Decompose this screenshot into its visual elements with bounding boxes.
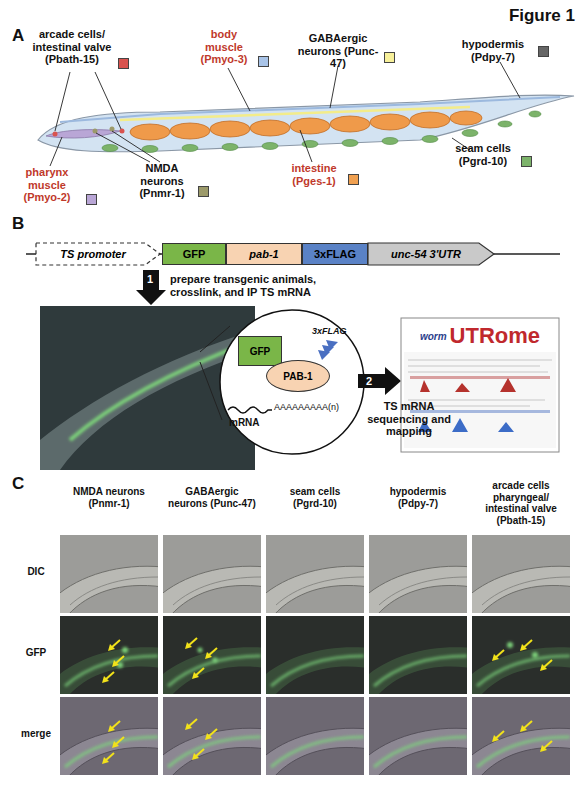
node-text: 3xFLAG [314, 248, 356, 260]
step-text: prepare transgenic animals, crosslink, a… [170, 273, 345, 298]
tag-label: 3xFLAG [312, 326, 347, 336]
tissue-label: intestine (Pges-1) [282, 162, 346, 187]
tissue-label: pharynx muscle (Pmyo-2) [10, 166, 84, 204]
utrome-logo: wormUTRome [404, 321, 556, 351]
node-text: worm [420, 331, 450, 342]
figure-title: Figure 1 [470, 6, 575, 26]
node-text: GFP [250, 346, 271, 357]
column-header: NMDA neurons (Pnmr-1) [70, 486, 148, 509]
color-swatch [521, 156, 532, 167]
tissue-label: arcade cells/ intestinal valve (Pbath-15… [28, 28, 116, 66]
node-text: TS promoter [60, 248, 135, 260]
panel-letter: A [12, 26, 24, 46]
panel-letter: B [12, 214, 24, 234]
tissue-label: hypodermis (Pdpy-7) [450, 38, 536, 63]
row-label: GFP [14, 647, 58, 659]
color-swatch [348, 174, 359, 185]
tissue-label: seam cells (Pgrd-10) [446, 142, 520, 167]
step-text: TS mRNA sequencing and mapping [355, 400, 463, 438]
step-number: 2 [366, 375, 372, 388]
color-swatch [258, 56, 269, 67]
pab1-protein: PAB-1 [266, 360, 330, 392]
column-header: arcade cells pharyngeal/ intestinal valv… [472, 480, 570, 526]
panel-letter: C [12, 474, 24, 494]
color-swatch [86, 194, 97, 205]
gfp-element: GFP [162, 243, 226, 265]
node-text: PAB-1 [283, 371, 312, 382]
promoter-element: TS promoter [36, 243, 160, 265]
column-header: seam cells (Pgrd-10) [276, 486, 354, 509]
flag-element: 3xFLAG [302, 243, 368, 265]
molecule-label: mRNA [229, 417, 260, 429]
tissue-label: body muscle (Pmyo-3) [192, 28, 256, 66]
color-swatch [538, 46, 549, 57]
row-label: DIC [14, 566, 58, 578]
color-swatch [118, 58, 129, 69]
pab1-element: pab-1 [226, 243, 302, 265]
column-header: GABAergic neurons (Punc-47) [168, 486, 256, 509]
node-text: UTRome [450, 323, 540, 349]
step-number: 1 [147, 273, 153, 286]
node-text: unc-54 3'UTR [391, 248, 471, 260]
node-text: GFP [183, 248, 206, 260]
gfp-protein: GFP [238, 336, 282, 366]
color-swatch [384, 52, 395, 63]
column-header: hypodermis (Pdpy-7) [374, 486, 462, 509]
row-label: merge [14, 728, 58, 740]
tissue-label: GABAergic neurons (Punc-47) [294, 32, 382, 70]
utr-element: unc-54 3'UTR [368, 243, 494, 265]
color-swatch [198, 186, 209, 197]
node-text: pab-1 [249, 248, 278, 260]
tissue-label: NMDA neurons (Pnmr-1) [128, 162, 196, 200]
polya-label: AAAAAAAAA(n) [274, 402, 339, 412]
